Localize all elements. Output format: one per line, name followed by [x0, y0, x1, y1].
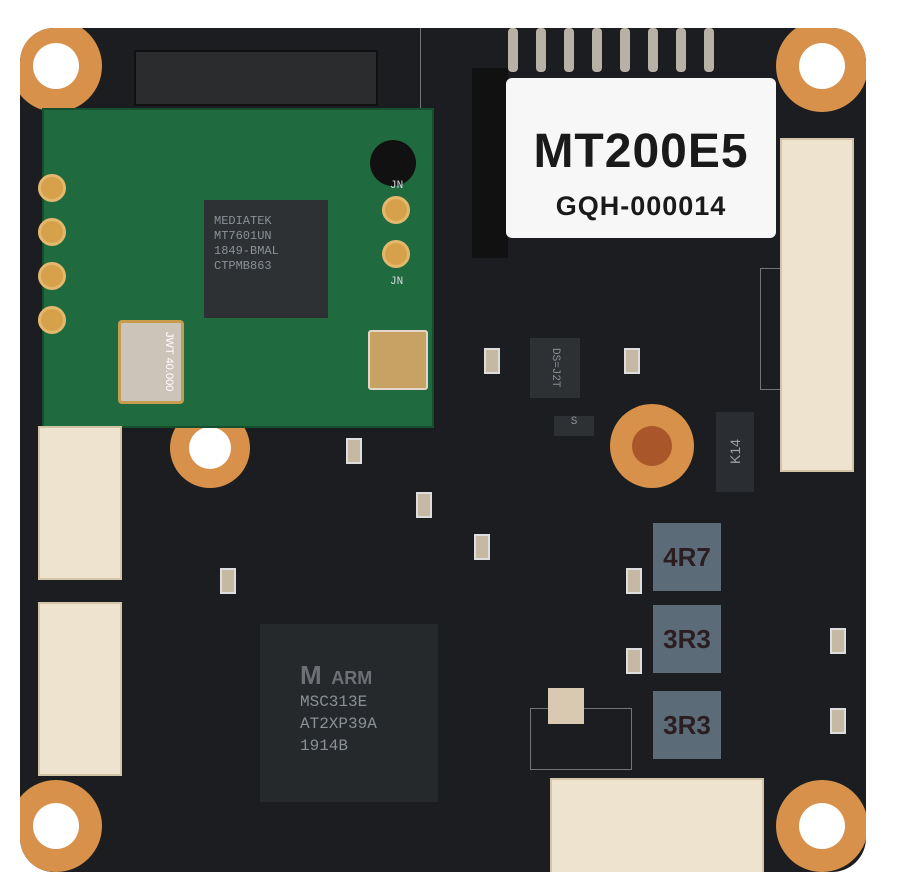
smd-component	[626, 648, 642, 674]
mount-hole-bottom-right	[776, 780, 866, 872]
pcb-board: MT200E5 GQH-000014 MEDIATEK MT7601UN 184…	[20, 28, 866, 872]
header-pad	[38, 218, 66, 246]
mount-hole-top-right	[776, 28, 866, 112]
inductor: 3R3	[650, 688, 724, 762]
via-hole	[370, 140, 416, 186]
mount-hole-mid-right	[610, 404, 694, 488]
mount-hole-top-left	[20, 28, 102, 112]
label-serial: GQH-000014	[555, 191, 727, 221]
pad-label: JN	[390, 180, 404, 192]
inductor: 3R3	[650, 602, 724, 676]
pad-label: JN	[390, 276, 404, 288]
connector-left-bottom	[38, 602, 122, 776]
main-soc: M ARM MSC313E AT2XP39A 1914B	[260, 624, 438, 802]
side-connector-right	[780, 138, 854, 472]
regulator: DS=J2T	[530, 338, 580, 398]
smd-component	[626, 568, 642, 594]
inductor: 4R7	[650, 520, 724, 594]
smd-component	[830, 708, 846, 734]
wifi-chip: MEDIATEK MT7601UN 1849-BMAL CTPMB863	[204, 200, 328, 318]
jumper-pad	[382, 240, 410, 268]
ffc-connector	[134, 50, 378, 106]
wifi-module: MEDIATEK MT7601UN 1849-BMAL CTPMB863 JWT…	[38, 108, 434, 428]
label-sticker: MT200E5 GQH-000014	[506, 78, 776, 238]
diode: K14	[716, 412, 754, 492]
connector-left-top	[38, 426, 122, 580]
label-model: MT200E5	[533, 125, 749, 178]
jumper-pad	[382, 196, 410, 224]
header-pad	[38, 174, 66, 202]
crystal-oscillator: JWT 40.000	[118, 320, 184, 404]
module-body	[472, 68, 508, 258]
smd-component	[474, 534, 490, 560]
smd-component	[346, 438, 362, 464]
transistor: S	[554, 416, 594, 436]
smd-component	[220, 568, 236, 594]
module-pins	[508, 28, 714, 78]
smd-component	[416, 492, 432, 518]
mount-hole-bottom-left	[20, 780, 102, 872]
smd-component	[830, 628, 846, 654]
sensor-component	[548, 688, 584, 724]
connector-bottom	[550, 778, 764, 872]
header-pad	[38, 306, 66, 334]
header-pad	[38, 262, 66, 290]
smd-component	[484, 348, 500, 374]
smd-component	[624, 348, 640, 374]
antenna-connector	[368, 330, 428, 390]
